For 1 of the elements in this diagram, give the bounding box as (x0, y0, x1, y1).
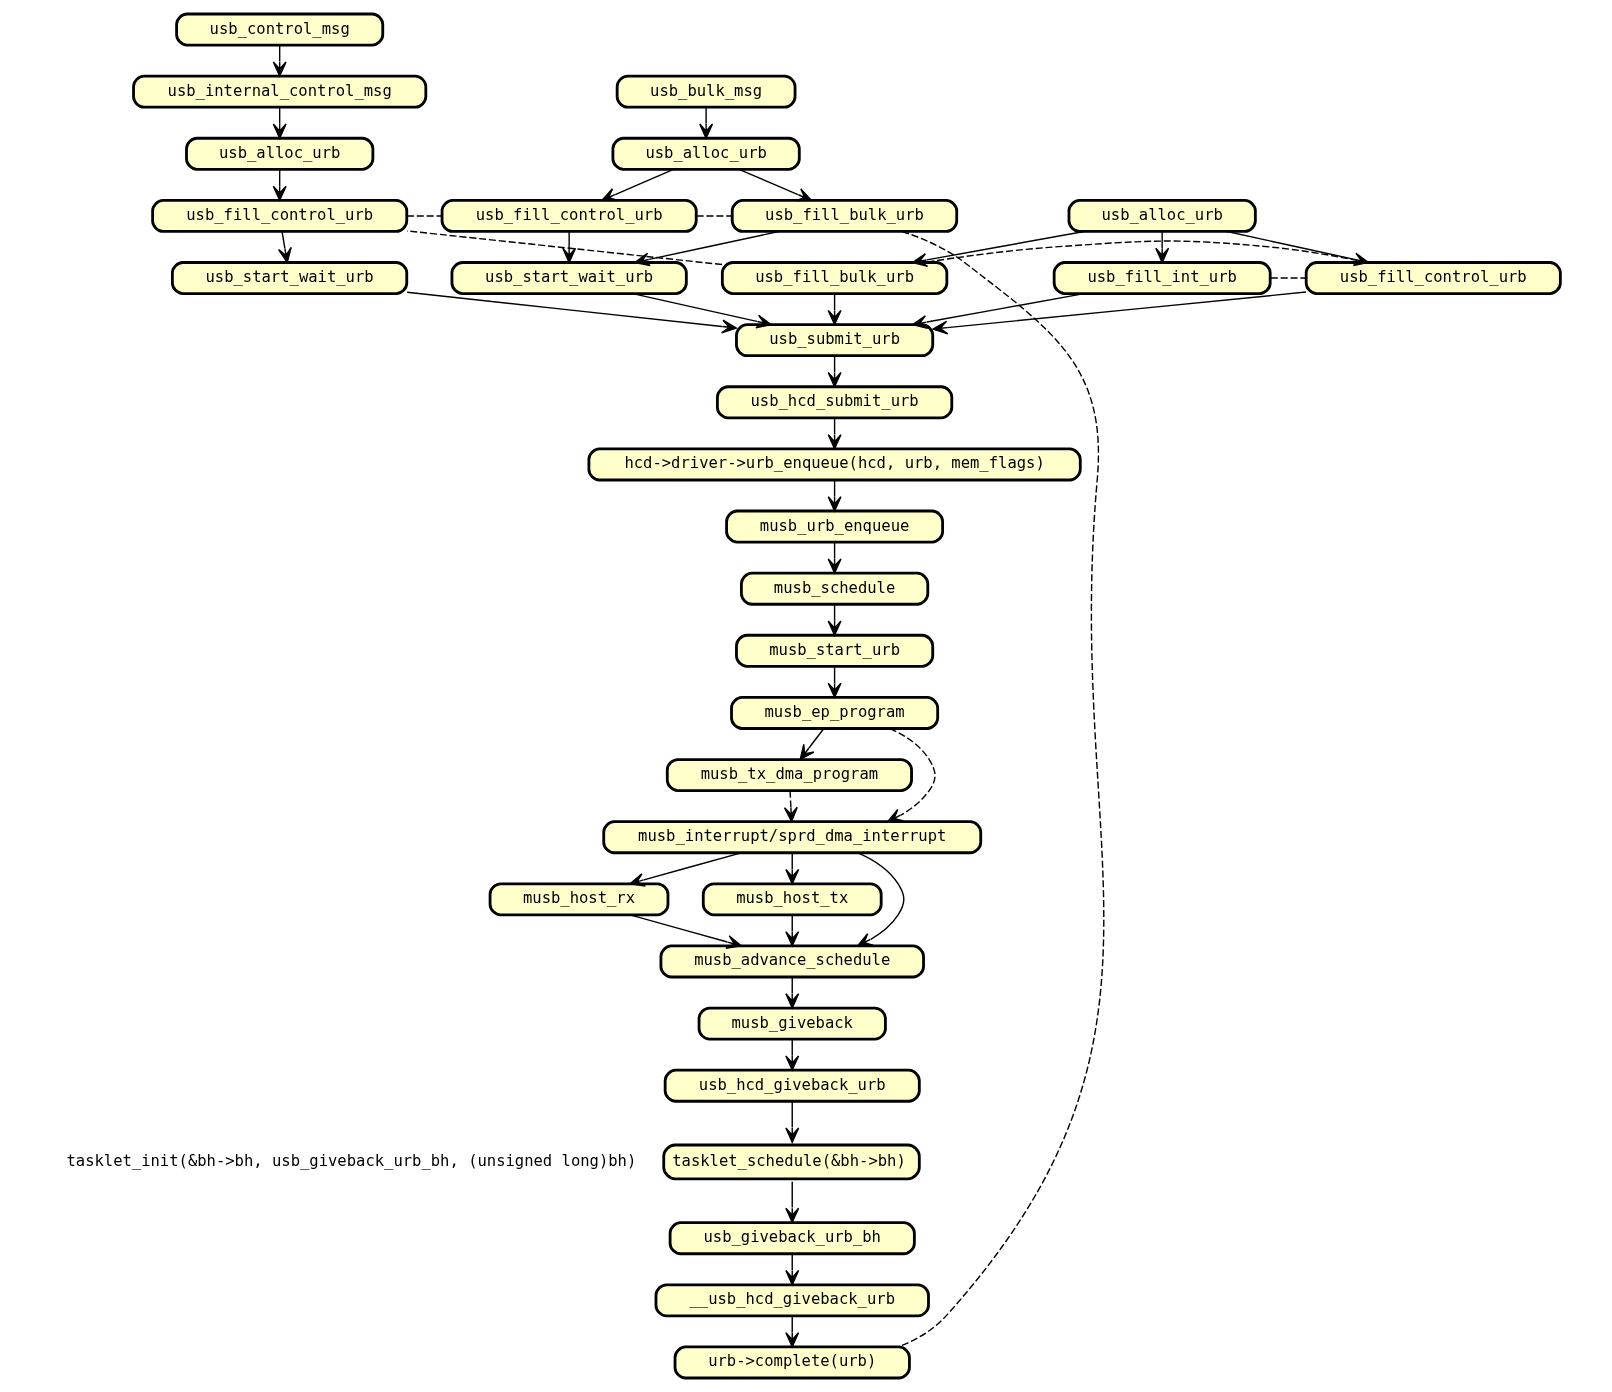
node-label: tasklet_init(&bh->bh, usb_giveback_urb_bh, (unsigned long)bh) (66, 1151, 637, 1170)
